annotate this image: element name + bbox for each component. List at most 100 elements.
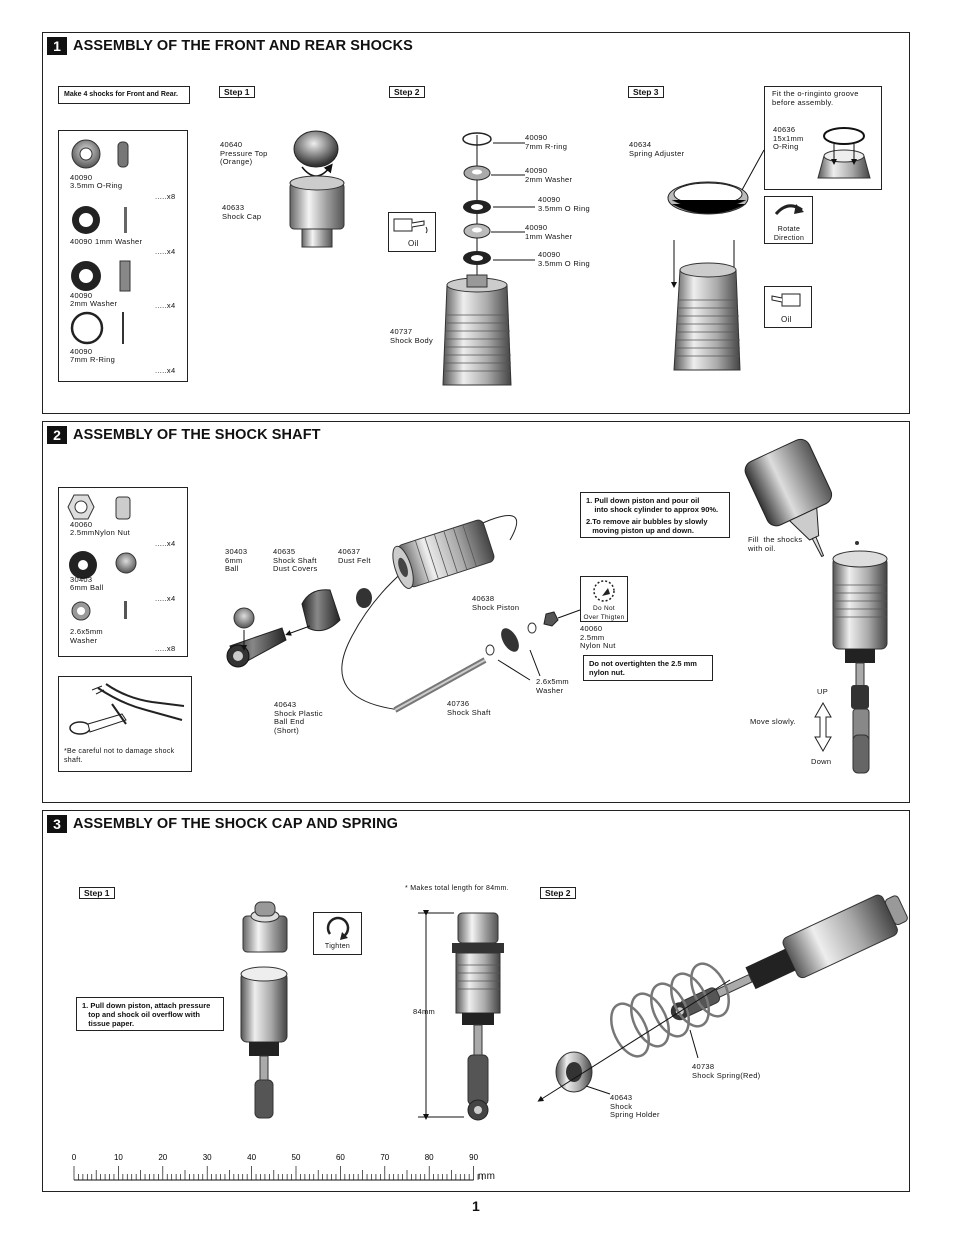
tighten-arrow-icon	[326, 916, 350, 940]
part-washer-name: 2.6x5mm Washer	[70, 627, 103, 645]
make-shocks-note: Make 4 shocks for Front and Rear.	[58, 86, 190, 104]
step-2-tag-s3: Step 2	[540, 887, 576, 899]
ruler-unit: mm	[478, 1171, 496, 1182]
section-front-rear-shocks: 1 ASSEMBLY OF THE FRONT AND REAR SHOCKS	[42, 32, 910, 414]
label-washer: 2.6x5mm Washer	[536, 677, 569, 695]
label-40640: 40640 Pressure Top (Orange)	[220, 140, 268, 166]
part-rring-code: 40090	[70, 347, 93, 356]
step-1-tag: Step 1	[219, 86, 255, 98]
cap-tighten-illustration	[240, 901, 288, 1119]
part-oring-code: 40090	[70, 173, 93, 182]
section-title: ASSEMBLY OF THE SHOCK SHAFT	[73, 427, 321, 443]
down-label: Down	[811, 757, 832, 766]
overtighten-arrow-icon	[593, 580, 615, 602]
step-2-tag: Step 2	[389, 86, 425, 98]
ruler-tick-label: 90	[469, 1153, 478, 1162]
label-40736: 40736 Shock Shaft	[447, 699, 491, 717]
pliers-illustration	[69, 683, 185, 735]
length-label: 84mm	[413, 1007, 436, 1016]
shaft-assembly-illustration	[226, 515, 581, 713]
label-40633: 40633 Shock Cap	[222, 203, 262, 221]
label-40634: 40634 Spring Adjuster	[629, 140, 685, 158]
tighten-label: Tighten	[324, 943, 351, 950]
tighten-box	[313, 912, 362, 955]
parts-illustrations	[70, 139, 131, 345]
label-40636: 40636 15x1mm O-Ring	[773, 125, 804, 151]
page-number: 1	[472, 1198, 480, 1214]
parts-list-box-2	[58, 487, 188, 657]
parts-illustrations-2	[67, 494, 137, 621]
section-number: 1	[47, 37, 67, 55]
step-1-tag-s3: Step 1	[79, 887, 115, 899]
part-2mm-washer-name: 2mm Washer	[70, 299, 118, 308]
oil-can-icon	[393, 218, 428, 234]
oil-box-step3	[764, 286, 812, 328]
rotate-label: Rotate Direction	[773, 226, 805, 242]
part-ball-qty: .....x4	[155, 594, 176, 603]
section-number: 2	[47, 426, 67, 444]
part-ball-code: 30403	[70, 575, 93, 584]
label-40635: 40635 Shock Shaft Dust Covers	[273, 547, 318, 573]
label-40737: 40737 Shock Body	[390, 327, 434, 345]
pressure-top-note: 1. Pull down piston, attach pressure top…	[76, 997, 224, 1031]
careful-note: *Be careful not to damage shock shaft.	[64, 748, 175, 764]
ruler-tick-label: 20	[158, 1153, 167, 1162]
rotate-arrow-icon	[774, 204, 804, 216]
callout-lines-step3	[741, 149, 765, 191]
oil-label-step3: Oil	[781, 315, 792, 324]
label-oring-2: 40090 3.5mm O Ring	[538, 250, 590, 268]
ruler-tick-label: 50	[292, 1153, 301, 1162]
part-nut-qty: .....x4	[155, 539, 176, 548]
label-2mm-washer: 40090 2mm Washer	[525, 166, 573, 184]
full-shock-illustration	[418, 910, 504, 1121]
ruler-tick-label: 70	[380, 1153, 389, 1162]
label-30403: 30403 6mm Ball	[225, 547, 248, 573]
do-not-overtighten-box	[580, 576, 628, 622]
pliers-warning-box	[58, 676, 192, 772]
part-1mm-washer-qty: .....x4	[155, 247, 176, 256]
ruler-tick-label: 60	[336, 1153, 345, 1162]
part-2mm-washer-qty: .....x4	[155, 301, 176, 310]
step-3-tag: Step 3	[628, 86, 664, 98]
ruler-tick-label: 30	[203, 1153, 212, 1162]
ruler-tick-label: 80	[425, 1153, 434, 1162]
part-2mm-washer-code: 40090	[70, 291, 93, 300]
part-1mm-washer-name: 1mm Washer	[95, 237, 143, 246]
label-40738: 40738 Shock Spring(Red)	[692, 1062, 761, 1080]
up-label: UP	[817, 687, 829, 696]
oil-box-step2	[388, 212, 436, 252]
part-nut-name: 2.5mmNylon Nut	[70, 528, 131, 537]
oil-label-step2: Oil	[408, 239, 419, 248]
section-title: ASSEMBLY OF THE FRONT AND REAR SHOCKS	[73, 38, 413, 54]
part-oring-name: 3.5mm O-Ring	[70, 181, 123, 190]
label-40638: 40638 Shock Piston	[472, 594, 520, 612]
shock-cap-illustration	[289, 130, 345, 248]
label-40643-ball-end: 40643 Shock Plastic Ball End (Short)	[274, 700, 323, 735]
section-shock-shaft: 2 ASSEMBLY OF THE SHOCK SHAFT	[42, 421, 910, 803]
spring-adjuster-illustration	[667, 181, 749, 371]
label-40060: 40060 2.5mm Nylon Nut	[580, 624, 616, 650]
fill-label: Fill the shocks with oil.	[748, 535, 803, 553]
part-rring-qty: .....x4	[155, 366, 176, 375]
rotate-direction-box	[764, 196, 813, 244]
do-not-label: Do Not Over Thigten	[583, 605, 625, 621]
label-40637: 40637 Dust Felt	[338, 547, 371, 565]
section-header: 2 ASSEMBLY OF THE SHOCK SHAFT	[47, 426, 321, 444]
total-length-note: * Makes total length for 84mm.	[405, 885, 509, 892]
section-number: 3	[47, 815, 67, 833]
section-header: 1 ASSEMBLY OF THE FRONT AND REAR SHOCKS	[47, 37, 413, 55]
ruler-tick-label: 40	[247, 1153, 256, 1162]
oil-pour-note: 1. Pull down piston and pour oil into sh…	[580, 492, 730, 538]
label-40643-spring-holder: 40643 Shock Spring Holder	[610, 1093, 660, 1119]
part-nut-code: 40060	[70, 520, 93, 529]
section-title: ASSEMBLY OF THE SHOCK CAP AND SPRING	[73, 816, 399, 832]
oring-groove-illustration	[817, 127, 871, 179]
part-washer-qty: .....x8	[155, 644, 176, 653]
shock-body-stack-illustration	[442, 132, 535, 386]
spring-assembly-illustration	[537, 894, 908, 1102]
label-1mm-washer: 40090 1mm Washer	[525, 223, 573, 241]
fit-note: Fit the o-ringinto groove before assembl…	[772, 89, 859, 107]
part-oring-qty: .....x8	[155, 192, 176, 201]
oil-can-icon-step3	[771, 293, 801, 307]
